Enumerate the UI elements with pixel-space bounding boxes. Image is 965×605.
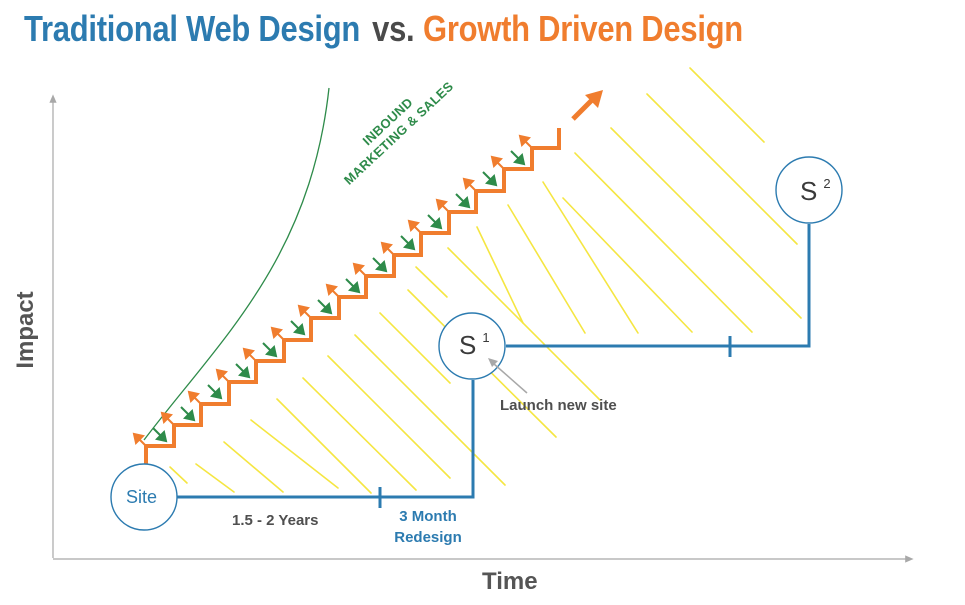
axes bbox=[49, 94, 914, 563]
site-node-label: Site bbox=[126, 487, 158, 507]
growth-staircase bbox=[144, 128, 561, 468]
page-title: Traditional Web Design vs.Growth Driven D… bbox=[24, 8, 743, 50]
inbound-curve bbox=[143, 87, 330, 441]
title-vs: vs. bbox=[372, 8, 415, 49]
s1-node bbox=[438, 312, 506, 380]
title-traditional: Traditional Web Design bbox=[24, 8, 361, 49]
s2-letter: S bbox=[800, 176, 818, 206]
x-axis-label: Time bbox=[482, 568, 538, 595]
growth-arrow-icon bbox=[571, 90, 603, 121]
s2-node bbox=[775, 156, 843, 224]
site-node bbox=[110, 463, 178, 531]
duration-label: 1.5 - 2 Years bbox=[232, 512, 319, 529]
s1-letter: S bbox=[459, 330, 477, 360]
title-growth: Growth Driven Design bbox=[422, 8, 743, 49]
step-arrows bbox=[132, 134, 533, 447]
s2-superscript: 2 bbox=[823, 176, 831, 191]
s1-superscript: 1 bbox=[482, 330, 490, 345]
launch-label: Launch new site bbox=[500, 397, 617, 414]
y-axis-label: Impact bbox=[0, 290, 52, 370]
traditional-path bbox=[177, 224, 811, 508]
y-axis-label-text: Impact bbox=[12, 291, 39, 369]
launch-pointer-arrow bbox=[488, 358, 528, 394]
hatch-area bbox=[169, 67, 802, 494]
redesign-label: 3 Month Redesign bbox=[394, 508, 462, 546]
